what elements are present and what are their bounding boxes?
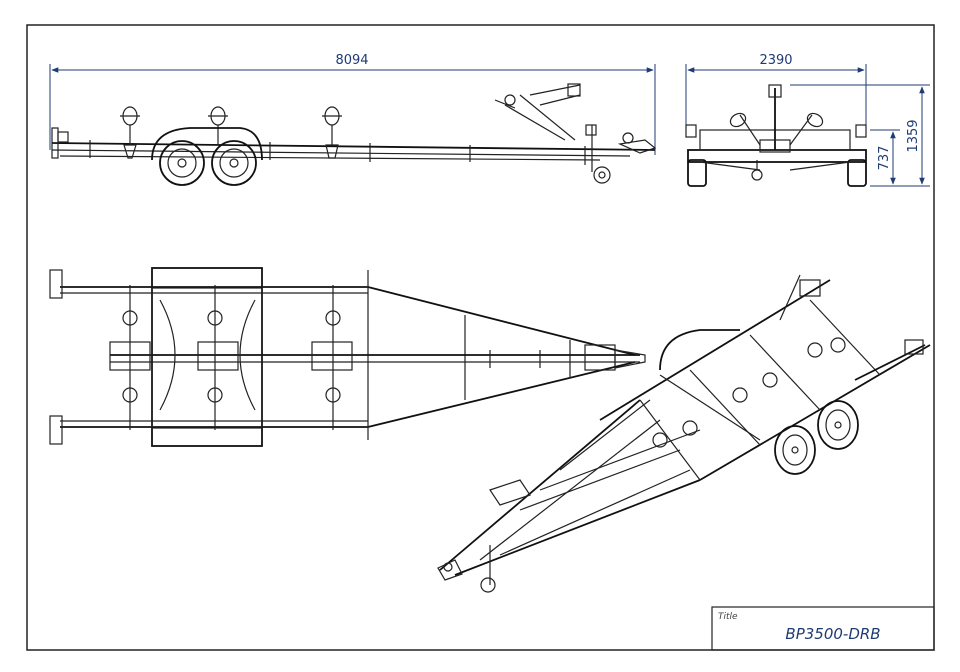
platform-dimension-text: 737 [877,146,892,171]
iso-wheel-2 [817,400,859,450]
title-value: BP3500-DRB [785,625,880,643]
wheel-1 [159,140,205,186]
roller-3 [322,106,342,159]
roller-1 [120,106,140,159]
front-view: 2390 1359 737 [685,53,930,187]
sheet-border [26,24,935,651]
width-dimension-text: 2390 [759,53,792,68]
top-view [49,267,646,447]
height-dimension-text: 1359 [906,119,921,152]
isometric-view [437,274,931,593]
iso-rollers [652,337,846,448]
roller-2 [208,106,228,145]
length-dimension-text: 8094 [335,53,368,68]
wheel-2 [211,140,257,186]
side-view: 8094 [49,53,657,186]
iso-wheel-1 [774,425,816,475]
title-label: Title [718,612,738,622]
title-block: Title BP3500-DRB [711,606,935,651]
